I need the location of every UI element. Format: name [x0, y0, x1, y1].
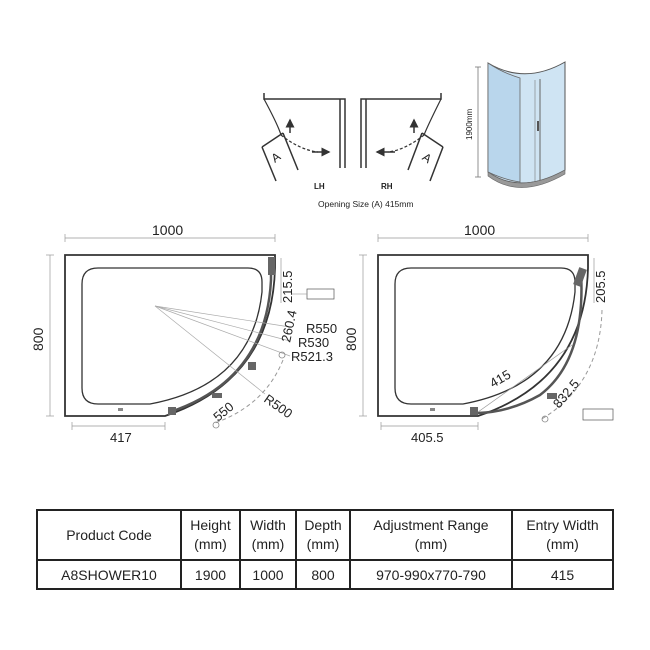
header-height: Height (mm) — [180, 509, 241, 561]
opening-size-caption: Opening Size (A) 415mm — [318, 199, 413, 209]
value-depth: 800 — [295, 559, 351, 590]
header-adjustment-range: Adjustment Range (mm) — [349, 509, 513, 561]
header-depth: Depth (mm) — [295, 509, 351, 561]
left-dim-r530: R530 — [298, 335, 329, 350]
spec-value-row: A8SHOWER10 1900 1000 800 970-990x770-790… — [36, 559, 614, 590]
left-dim-r550: R550 — [306, 321, 337, 336]
right-depth-label: 800 — [343, 327, 359, 351]
lh-door-label: A — [269, 149, 284, 165]
left-dim-260-4: 260.4 — [278, 309, 299, 344]
left-dim-417: 417 — [110, 430, 132, 445]
left-depth-label: 800 — [30, 327, 46, 351]
enclosure-height-label: 1900mm — [465, 109, 474, 140]
header-entry-width: Entry Width (mm) — [511, 509, 614, 561]
lh-opening-diagram — [261, 93, 346, 182]
value-height: 1900 — [180, 559, 241, 590]
value-width: 1000 — [239, 559, 297, 590]
rh-door-label: A — [420, 150, 435, 166]
enclosure-3d-view — [475, 61, 566, 188]
right-plan-drawing — [359, 234, 614, 430]
spec-table: Product Code Height (mm) Width (mm) Dept… — [36, 509, 614, 590]
left-dim-550: 550 — [210, 399, 236, 424]
value-adjustment-range: 970-990x770-790 — [349, 559, 513, 590]
right-dim-415: 415 — [487, 367, 513, 391]
lh-label: LH — [314, 182, 325, 191]
rh-label: RH — [381, 182, 393, 191]
left-dim-r521-3: R521.3 — [291, 349, 333, 364]
header-product-code: Product Code — [36, 509, 182, 561]
value-product-code: A8SHOWER10 — [36, 559, 182, 590]
right-dim-205-5: 205.5 — [593, 270, 608, 303]
left-plan-drawing — [46, 234, 335, 430]
header-width: Width (mm) — [239, 509, 297, 561]
spec-header-row: Product Code Height (mm) Width (mm) Dept… — [36, 509, 614, 561]
left-dim-215-5: 215.5 — [280, 270, 295, 303]
value-entry-width: 415 — [511, 559, 614, 590]
rh-opening-diagram — [360, 93, 444, 182]
right-dim-405-5: 405.5 — [411, 430, 444, 445]
left-width-label: 1000 — [152, 222, 183, 238]
left-dim-r500: R500 — [261, 391, 295, 421]
right-width-label: 1000 — [464, 222, 495, 238]
